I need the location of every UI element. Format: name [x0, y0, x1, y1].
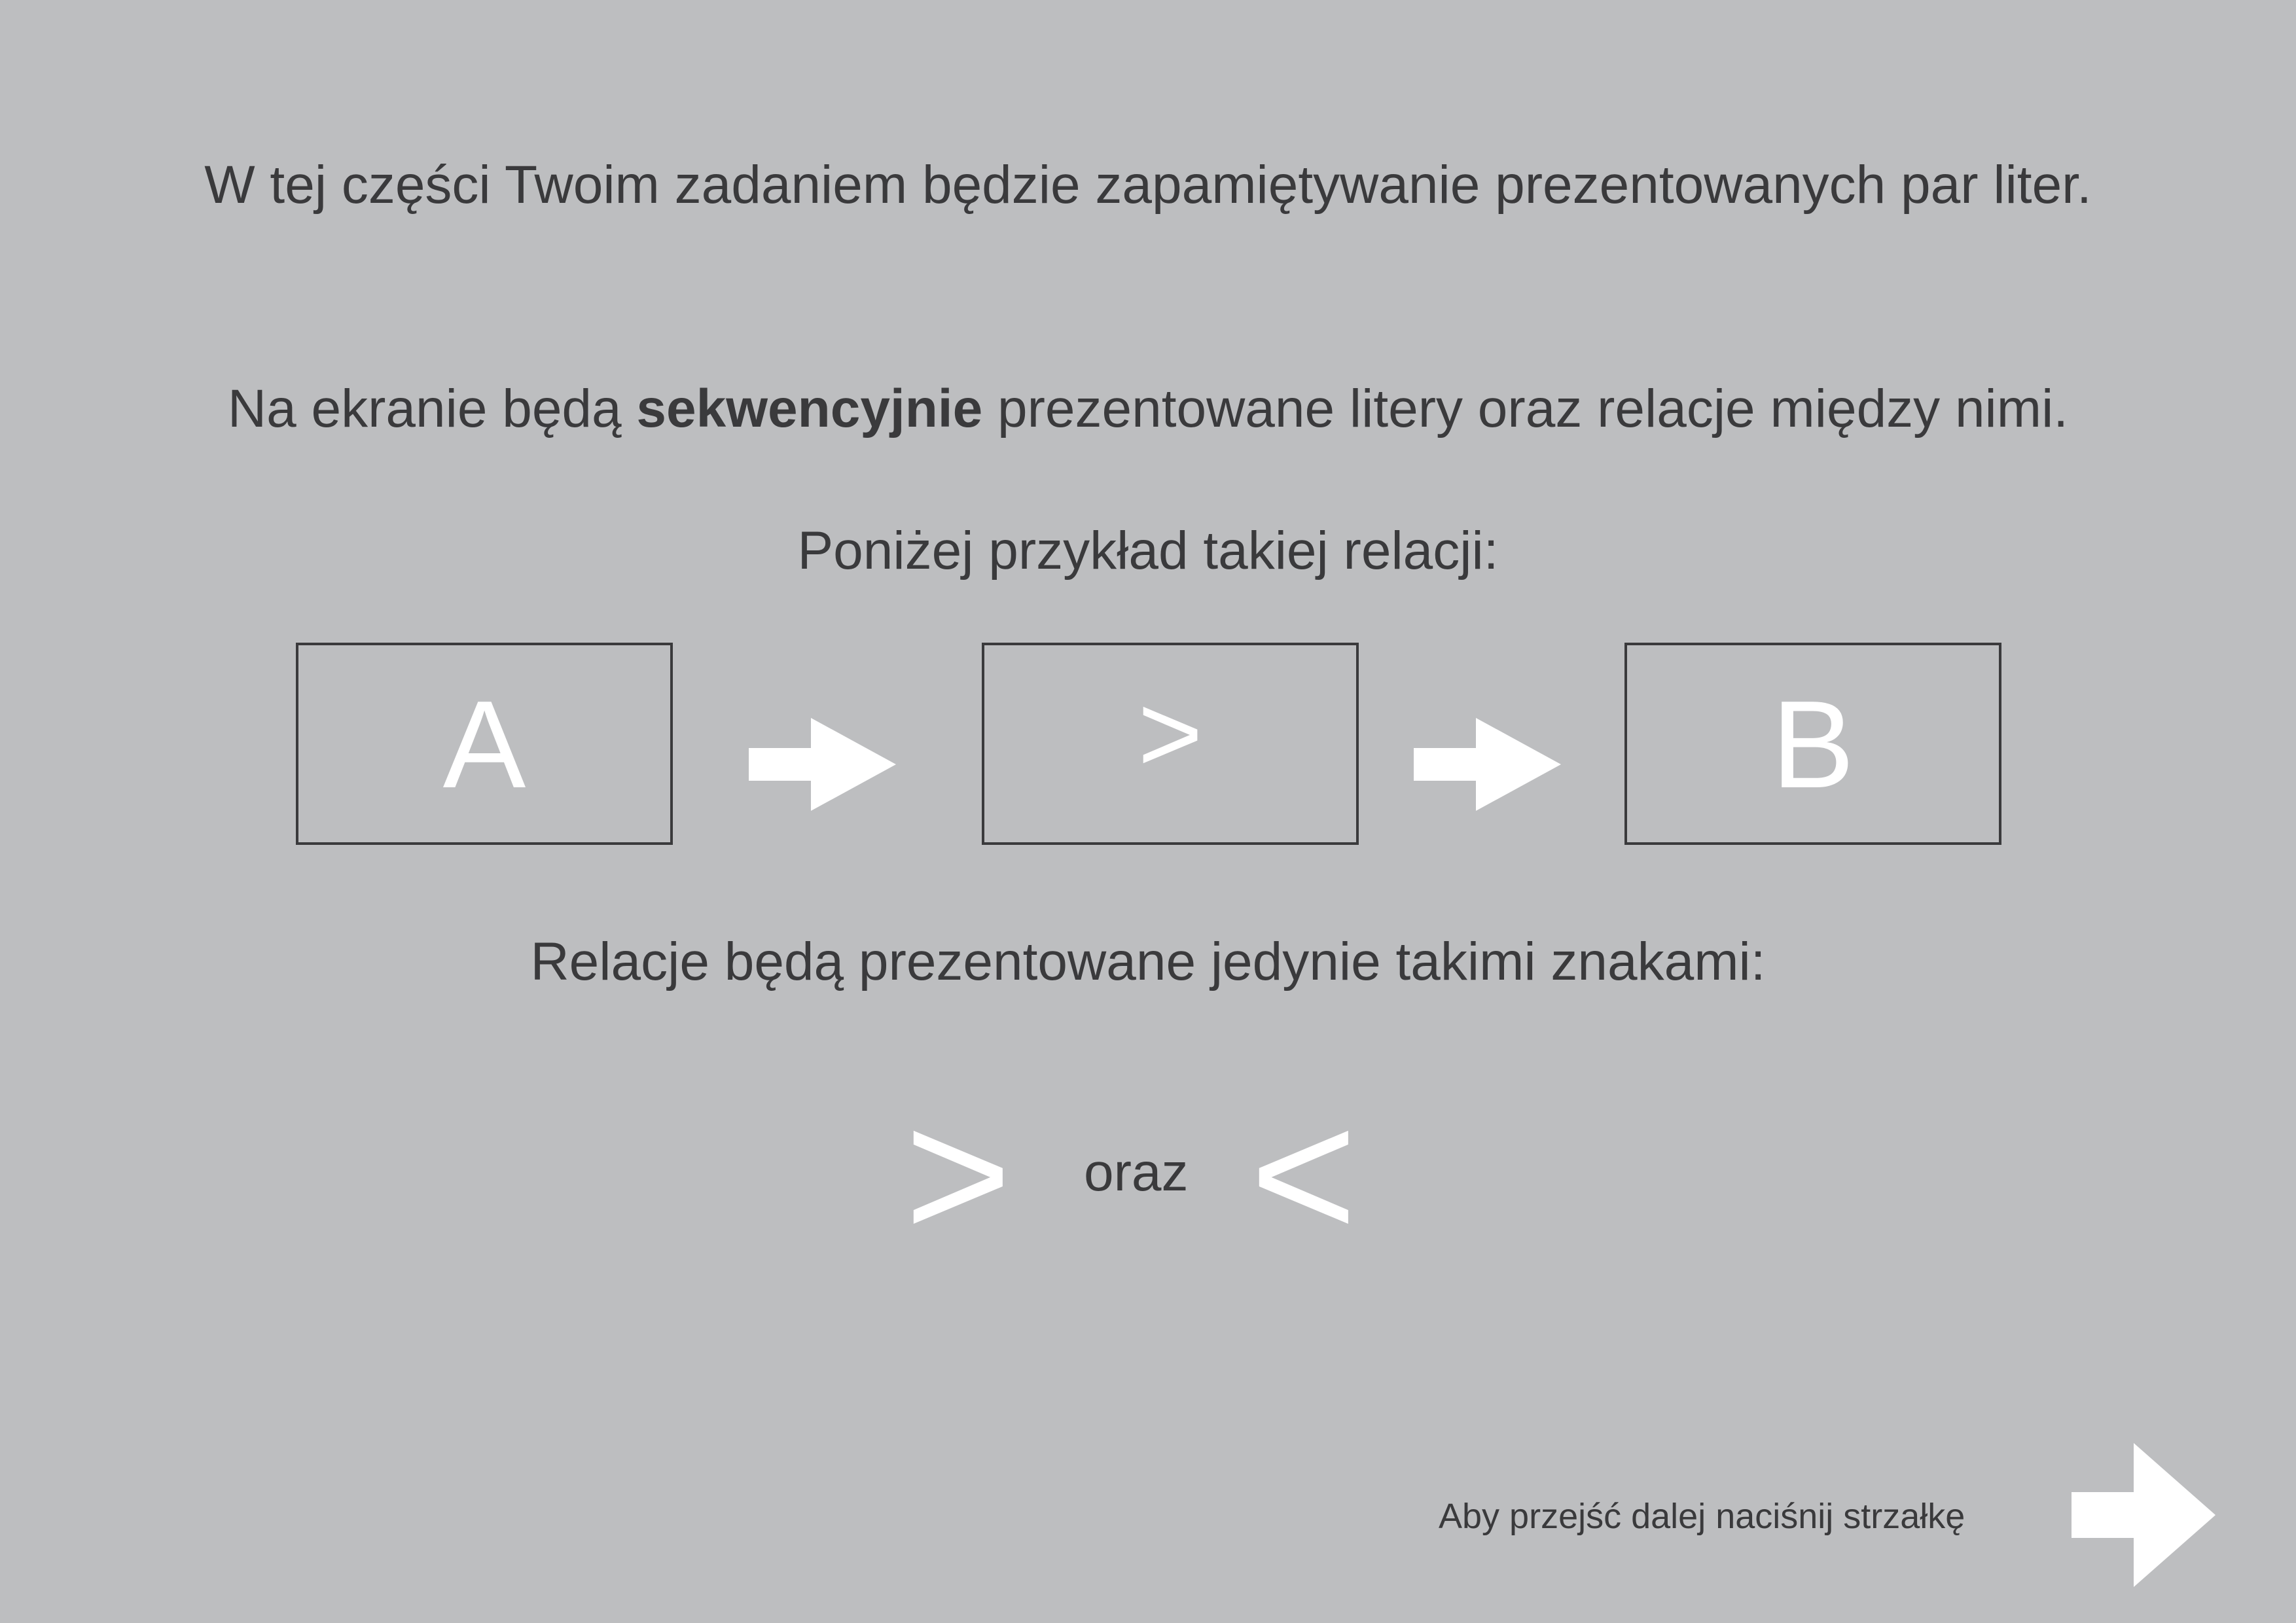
sequence-text-before: Na ekranie będą: [227, 379, 637, 438]
right-arrow-icon: [749, 718, 896, 811]
less-than-symbol: <: [1250, 1073, 1357, 1277]
relations-label: Relacje będą prezentowane jedynie takimi…: [530, 932, 1766, 991]
example-letter-right: B: [1771, 675, 1855, 814]
example-letter-box-right: B: [1624, 643, 2001, 845]
sequence-text-after: prezentowane litery oraz relacje między …: [982, 379, 2069, 438]
sequence-text: Na ekranie będą sekwencyjnie prezentowan…: [0, 378, 2296, 440]
symbols-joiner: oraz: [1084, 1143, 1189, 1202]
next-hint-text: Aby przejść dalej naciśnij strzałkę: [1439, 1497, 1965, 1536]
example-label: Poniżej przykład takiej relacji:: [797, 521, 1499, 580]
example-relation-box: >: [982, 643, 1359, 845]
intro-text: W tej części Twoim zadaniem będzie zapam…: [204, 155, 2092, 215]
example-letter-box-left: A: [296, 643, 673, 845]
sequence-text-bold: sekwencyjnie: [636, 379, 983, 438]
greater-than-symbol: >: [905, 1073, 1012, 1277]
example-relation-symbol: >: [1138, 671, 1203, 796]
example-letter-left: A: [442, 675, 526, 814]
right-arrow-icon: [1414, 718, 1561, 811]
next-arrow-icon[interactable]: [2072, 1443, 2215, 1587]
